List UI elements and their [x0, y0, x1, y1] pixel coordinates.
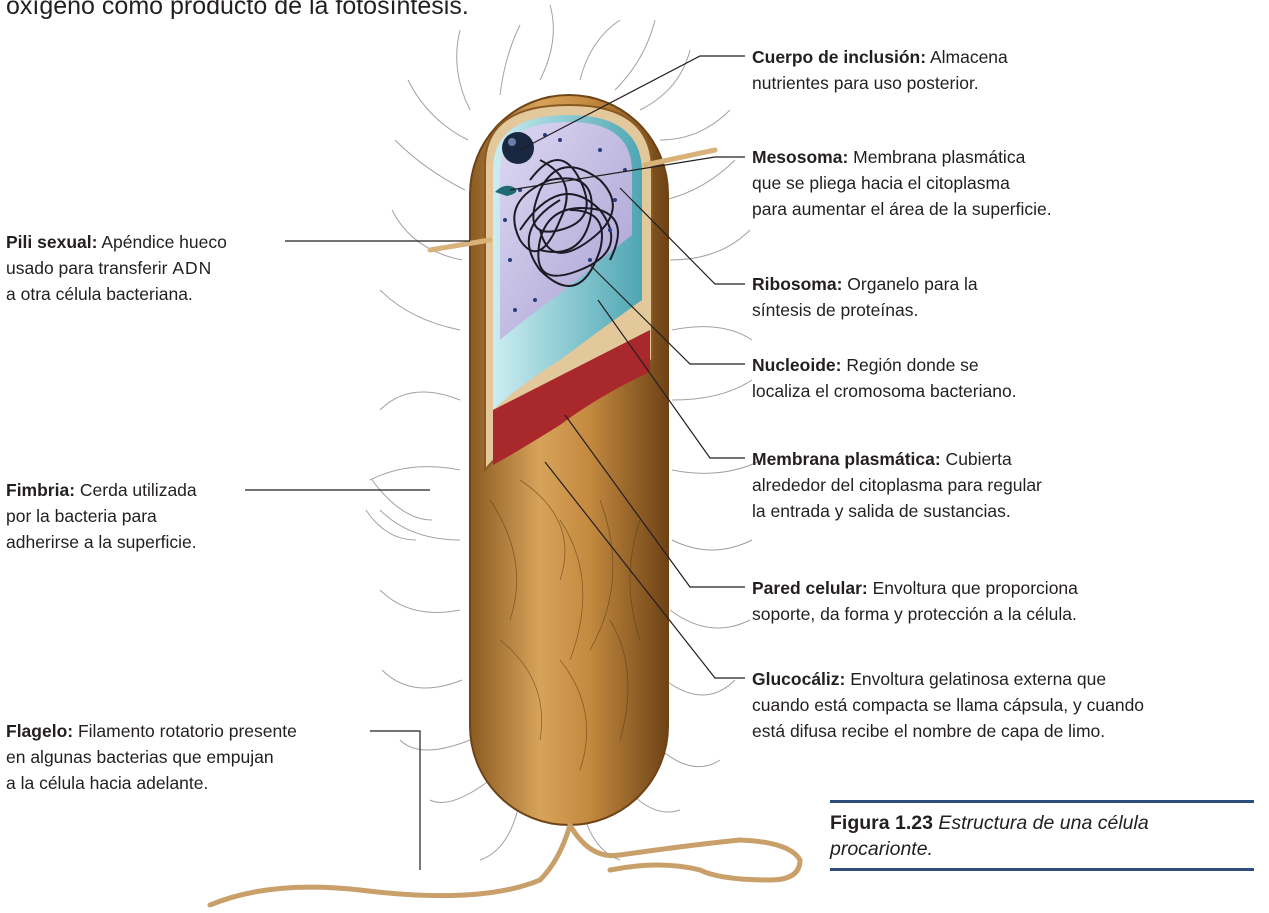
- label-cuerpo-inclusion: Cuerpo de inclusión: Almacena nutrientes…: [752, 44, 1008, 96]
- label-fimbria: Fimbria: Cerda utilizada por la bacteria…: [6, 477, 197, 555]
- label-flagelo: Flagelo: Filamento rotatorio presente en…: [6, 718, 297, 796]
- label-nucleoide: Nucleoide: Región donde se localiza el c…: [752, 352, 1017, 404]
- label-mesosoma: Mesosoma: Membrana plasmática que se pli…: [752, 144, 1052, 222]
- label-membrana-plasmatica: Membrana plasmática: Cubierta alrededor …: [752, 446, 1042, 524]
- label-glucocaliz: Glucocáliz: Envoltura gelatinosa externa…: [752, 666, 1144, 744]
- label-ribosoma: Ribosoma: Organelo para la síntesis de p…: [752, 271, 978, 323]
- label-pared-celular: Pared celular: Envoltura que proporciona…: [752, 575, 1078, 627]
- figure-number: Figura 1.23: [830, 812, 933, 834]
- inclusion-body: [502, 132, 534, 164]
- flagellum: [210, 825, 800, 905]
- label-pili-sexual: Pili sexual: Apéndice hueco usado para t…: [6, 229, 227, 307]
- figure-caption: Figura 1.23 Estructura de una célula pro…: [830, 800, 1254, 871]
